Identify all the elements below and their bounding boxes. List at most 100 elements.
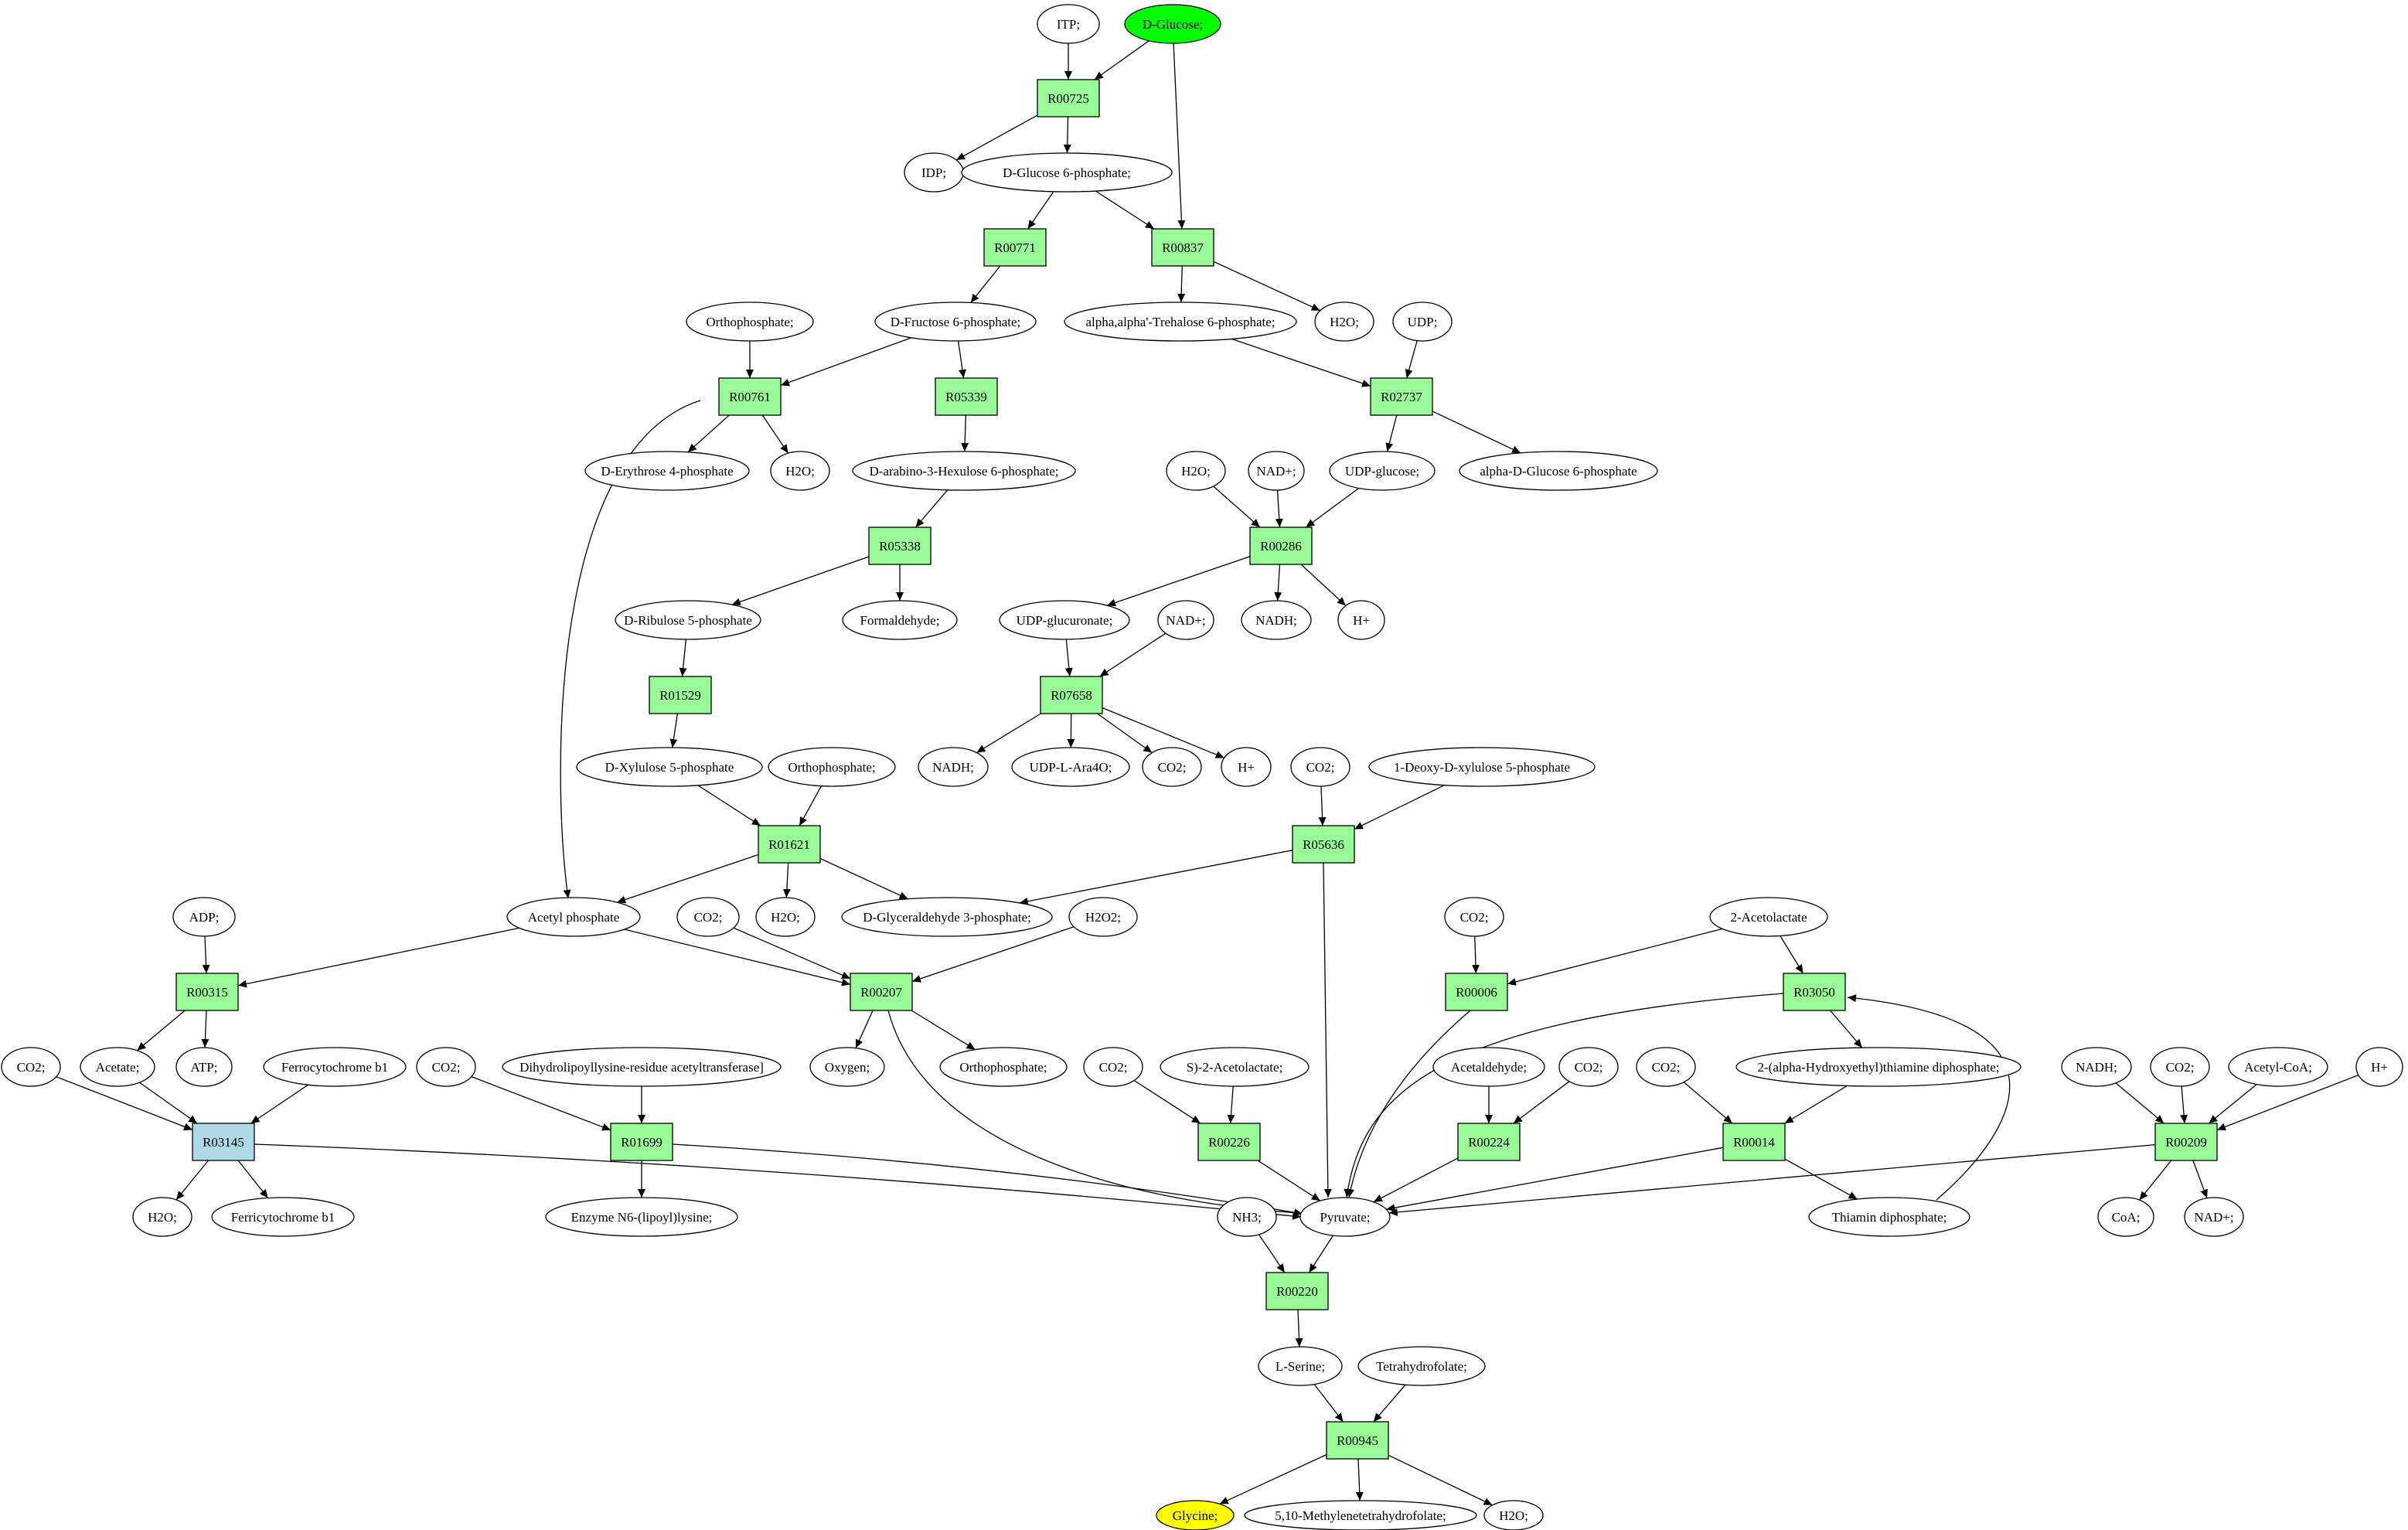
metabolite-node[interactable]: CO2; [1142,747,1202,787]
reaction-node[interactable]: R05338 [868,526,932,565]
reaction-node[interactable]: R00209 [2154,1123,2218,1161]
reaction-node[interactable]: R05339 [935,377,998,416]
metabolite-node[interactable]: UDP-glucose; [1329,451,1436,491]
metabolite-node[interactable]: H2O; [1314,302,1374,342]
metabolite-node[interactable]: NADH; [918,747,989,787]
metabolite-node[interactable]: CO2; [1083,1047,1143,1087]
reaction-node[interactable]: R00014 [1722,1123,1786,1161]
metabolite-node[interactable]: L-Serine; [1258,1346,1343,1386]
reaction-node[interactable]: R00224 [1457,1123,1521,1161]
metabolite-node[interactable]: D-Xylulose 5-phosphate [576,747,763,787]
metabolite-node[interactable]: Pyruvate; [1299,1197,1391,1237]
metabolite-node[interactable]: Acetyl-CoA; [2228,1047,2328,1087]
reaction-node[interactable]: R00761 [718,377,782,416]
reaction-node[interactable]: R01529 [649,676,712,714]
metabolite-node[interactable]: Enzyme N6-(lipoyl)lysine; [545,1197,738,1237]
metabolite-node[interactable]: CO2; [1636,1047,1696,1087]
metabolite-shape [1157,600,1214,640]
reaction-label: R02737 [1381,390,1422,404]
reaction-node[interactable]: R00315 [175,973,239,1011]
metabolite-node[interactable]: Tetrahydrofolate; [1357,1346,1486,1386]
metabolite-node[interactable]: ADP; [172,897,236,937]
metabolite-node[interactable]: CO2; [1558,1047,1619,1087]
reaction-node[interactable]: R03145 [192,1123,255,1161]
metabolite-node[interactable]: alpha,alpha'-Trehalose 6-phosphate; [1064,302,1297,342]
reaction-label: R03145 [203,1135,244,1150]
metabolite-node[interactable]: ITP; [1037,4,1100,44]
metabolite-node[interactable]: NADH; [1241,600,1312,640]
reaction-node[interactable]: R02737 [1370,377,1433,416]
metabolite-node[interactable]: H2O2; [1068,897,1138,937]
reaction-node[interactable]: R00006 [1445,973,1508,1011]
reaction-node[interactable]: R00771 [983,228,1047,267]
metabolite-node[interactable]: Acetate; [80,1047,155,1087]
metabolite-node[interactable]: Orthophosphate; [768,747,896,787]
reaction-node[interactable]: R01699 [610,1123,673,1161]
metabolite-node[interactable]: D-Erythrose 4-phosphate [584,451,750,491]
metabolite-node[interactable]: 1-Deoxy-D-xylulose 5-phosphate [1368,747,1596,787]
metabolite-node[interactable]: Thiamin diphosphate; [1808,1197,1970,1237]
metabolite-node[interactable]: CO2; [1444,897,1504,937]
metabolite-node[interactable]: UDP-L-Ara4O; [1011,747,1130,787]
metabolite-node[interactable]: D-Fructose 6-phosphate; [874,302,1037,342]
metabolite-node[interactable]: Glycine; [1156,1500,1235,1530]
metabolite-node[interactable]: H2O; [770,451,830,491]
metabolite-node[interactable]: CO2; [1,1047,61,1087]
reaction-node[interactable]: R07658 [1040,676,1103,714]
metabolite-node[interactable]: D-arabino-3-Hexulose 6-phosphate; [852,451,1076,491]
metabolite-node[interactable]: H+ [1221,747,1272,787]
metabolite-node[interactable]: H+ [2355,1047,2403,1087]
metabolite-node[interactable]: 5,10-Methylenetetrahydrofolate; [1244,1500,1477,1530]
metabolite-node[interactable]: H2O; [132,1197,192,1237]
metabolite-node[interactable]: H2O; [755,897,816,937]
reaction-node[interactable]: R01621 [758,825,821,864]
metabolite-node[interactable]: NAD+; [1248,451,1305,491]
reaction-node[interactable]: R00286 [1249,526,1313,565]
metabolite-node[interactable]: CO2; [2150,1047,2210,1087]
reaction-node[interactable]: R00220 [1265,1272,1329,1310]
metabolite-node[interactable]: D-Glucose 6-phosphate; [961,152,1173,193]
metabolite-node[interactable]: D-Glyceraldehyde 3-phosphate; [841,897,1053,937]
metabolite-label: Acetyl phosphate [528,910,620,925]
reaction-node[interactable]: R00945 [1326,1421,1389,1460]
metabolite-node[interactable]: H2O; [1166,451,1226,491]
metabolite-node[interactable]: Orthophosphate; [686,302,814,342]
metabolite-label: alpha-D-Glucose 6-phosphate [1480,464,1637,479]
metabolite-node[interactable]: NH3; [1217,1197,1277,1237]
metabolite-label: Orthophosphate; [788,760,875,775]
metabolite-node[interactable]: D-Glucose; [1124,4,1221,44]
metabolite-node[interactable]: NAD+; [1157,600,1214,640]
reaction-node[interactable]: R00207 [850,973,913,1011]
metabolite-node[interactable]: 2-(alpha-Hydroxyethyl)thiamine diphospha… [1735,1047,2021,1087]
metabolite-node[interactable]: CO2; [1290,747,1350,787]
metabolite-node[interactable]: Oxygen; [809,1047,885,1087]
metabolite-node[interactable]: Orthophosphate; [939,1047,1068,1087]
metabolite-node[interactable]: CO2; [416,1047,476,1087]
metabolite-node[interactable]: Acetyl phosphate [506,897,641,937]
metabolite-node[interactable]: S)-2-Acetolactate; [1160,1047,1310,1087]
metabolite-node[interactable]: NAD+; [2184,1197,2244,1237]
metabolite-node[interactable]: Dihydrolipoyllysine-residue acetyltransf… [502,1047,782,1087]
metabolite-node[interactable]: Acetaldehyde; [1432,1047,1545,1087]
metabolite-node[interactable]: Ferrocytochrome b1 [263,1047,407,1087]
metabolite-node[interactable]: ATP; [175,1047,233,1087]
metabolite-node[interactable]: H+ [1337,600,1385,640]
metabolite-node[interactable]: CO2; [676,897,740,937]
reaction-node[interactable]: R00725 [1037,79,1100,118]
metabolite-node[interactable]: CoA; [2097,1197,2154,1237]
reaction-label: R00771 [994,240,1036,255]
reaction-node[interactable]: R00837 [1151,228,1214,267]
metabolite-node[interactable]: H2O; [1483,1500,1544,1530]
metabolite-node[interactable]: Formaldehyde; [842,600,958,640]
metabolite-node[interactable]: 2-Acetolactate [1709,897,1828,937]
reaction-node[interactable]: R00226 [1197,1123,1261,1161]
metabolite-node[interactable]: NADH; [2061,1047,2132,1087]
metabolite-node[interactable]: UDP-glucuronate; [999,600,1130,640]
metabolite-node[interactable]: UDP; [1392,302,1453,342]
metabolite-node[interactable]: alpha-D-Glucose 6-phosphate [1459,451,1658,491]
metabolite-node[interactable]: Ferricytochrome b1 [211,1197,355,1237]
reaction-node[interactable]: R05636 [1292,825,1355,864]
metabolite-node[interactable]: D-Ribulose 5-phosphate [615,600,761,640]
metabolite-node[interactable]: IDP; [904,152,964,193]
reaction-node[interactable]: R03050 [1783,973,1846,1011]
